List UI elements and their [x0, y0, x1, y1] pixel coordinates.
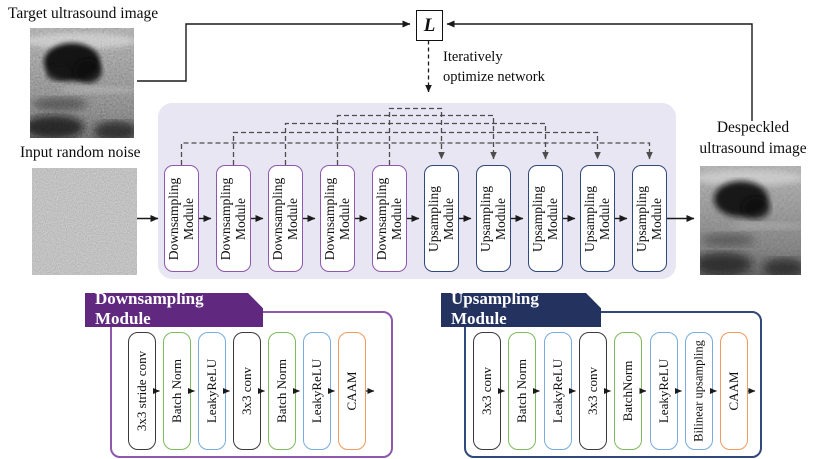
module-label: Upsampling Module [425, 185, 456, 252]
module-label: Downsampling Module [321, 177, 352, 260]
upsampling-module-2: Upsampling Module [476, 165, 511, 272]
layer-label: 3x3 conv [479, 366, 494, 416]
layer-3x3-conv: 3x3 conv [579, 332, 607, 450]
downsampling-module-4: Downsampling Module [320, 165, 355, 272]
layer-bilinear-upsampling: Bilinear upsampling [685, 332, 713, 450]
layer-label: 3x3 conv [239, 366, 254, 416]
module-label: Downsampling Module [269, 177, 300, 260]
despeckled-ultrasound-image [694, 166, 806, 278]
layer-label: 3x3 conv [585, 366, 600, 416]
layer-leakyrelu: LeakyReLU [198, 332, 226, 450]
layer-batch-norm: Batch Norm [268, 332, 296, 450]
layer-label: Batch Norm [514, 359, 529, 423]
loss-symbol: L [423, 14, 436, 36]
upsampling-detail-ribbon: Upsampling Module [441, 293, 601, 327]
module-label: Upsampling Module [581, 185, 612, 252]
layer-3x3-stride-conv: 3x3 stride conv [128, 332, 156, 450]
target-ultrasound-image [24, 28, 140, 141]
downsampling-module-3: Downsampling Module [268, 165, 303, 272]
layer-label: Batch Norm [169, 359, 184, 423]
upsampling-module-5: Upsampling Module [632, 165, 667, 272]
downsampling-detail-title: Downsampling Module [95, 289, 204, 328]
downsampling-module-5: Downsampling Module [372, 165, 407, 272]
downsampling-detail-ribbon: Downsampling Module [85, 293, 263, 327]
layer-batch-norm: Batch Norm [163, 332, 191, 450]
input-noise-image [32, 168, 137, 275]
despeckled-image-label: Despeckled ultrasound image [699, 119, 807, 157]
input-noise-label: Input random noise [20, 144, 141, 161]
upsampling-module-4: Upsampling Module [580, 165, 615, 272]
module-label: Upsampling Module [529, 185, 560, 252]
layer-label: Batch Norm [274, 359, 289, 423]
layer-3x3-conv: 3x3 conv [473, 332, 501, 450]
module-label: Downsampling Module [217, 177, 248, 260]
layer-leakyrelu: LeakyReLU [544, 332, 572, 450]
upsampling-module-1: Upsampling Module [424, 165, 459, 272]
layer-caam: CAAM [720, 332, 748, 450]
module-label: Upsampling Module [477, 185, 508, 252]
layer-label: LeakyReLU [550, 358, 565, 424]
layer-label: Bilinear upsampling [691, 340, 706, 442]
upsampling-module-3: Upsampling Module [528, 165, 563, 272]
module-label: Upsampling Module [633, 185, 664, 252]
upsampling-detail-title: Upsampling Module [451, 289, 539, 328]
layer-label: 3x3 stride conv [134, 350, 149, 432]
layer-leakyrelu: LeakyReLU [303, 332, 331, 450]
module-label: Downsampling Module [373, 177, 404, 260]
target-image-label: Target ultrasound image [8, 5, 159, 22]
downsampling-module-2: Downsampling Module [216, 165, 251, 272]
layer-label: LeakyReLU [309, 358, 324, 424]
downsampling-module-1: Downsampling Module [164, 165, 199, 272]
layer-leakyrelu: LeakyReLU [650, 332, 678, 450]
layer-label: LeakyReLU [656, 358, 671, 424]
layer-label: CAAM [344, 371, 359, 411]
layer-batch-norm: Batch Norm [508, 332, 536, 450]
layer-label: LeakyReLU [204, 358, 219, 424]
layer-3x3-conv: 3x3 conv [233, 332, 261, 450]
optimize-note: Iteratively optimize network [443, 49, 545, 85]
layer-label: CAAM [726, 371, 741, 411]
layer-label: BatchNorm [620, 360, 635, 422]
layer-batchnorm: BatchNorm [614, 332, 642, 450]
module-label: Downsampling Module [165, 177, 196, 260]
loss-box: L [416, 10, 443, 41]
layer-caam: CAAM [338, 332, 366, 450]
